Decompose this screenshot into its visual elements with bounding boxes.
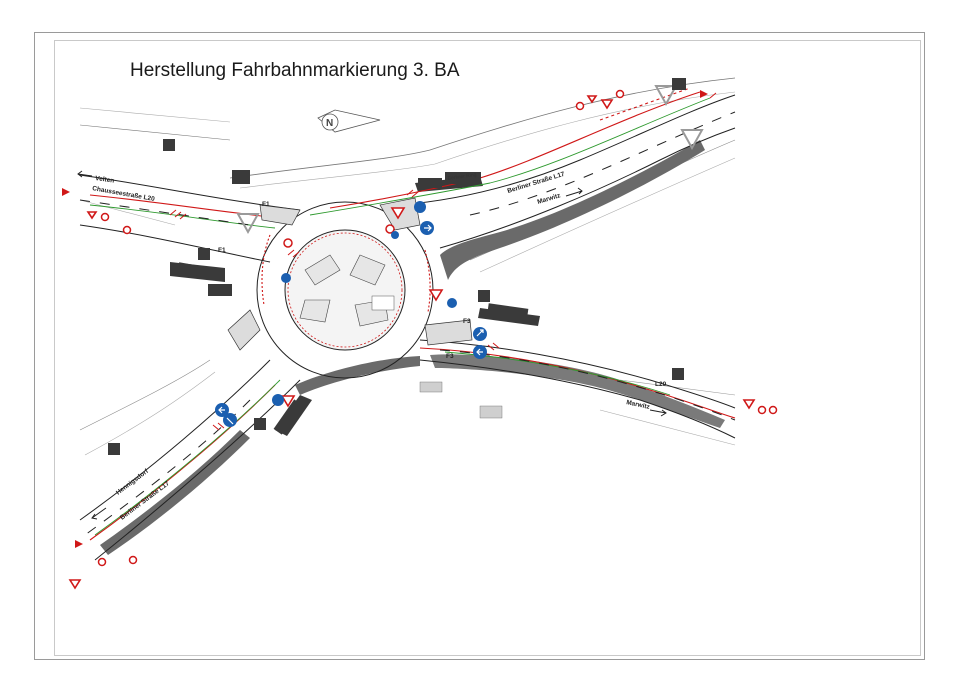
direction-sign-boards [108,78,686,455]
street-label-ring: Berliner Ring [447,172,477,182]
roundabout-sign-icon [272,201,457,406]
drawing-sheet-border [34,32,925,660]
lane-markings-red [89,87,736,541]
svg-text:N: N [326,118,333,129]
keep-right-sign-icon [215,221,487,427]
direction-label-velten: Velten [95,175,115,185]
hatch-patches [419,381,503,419]
page-title: Herstellung Fahrbahnmarkierung 3. BA [130,60,460,81]
large-yield-triangles [236,85,704,235]
arrow-right-icon [565,187,583,197]
central-island [284,229,406,351]
lane-markings-green [89,97,711,536]
direction-label-marwitz-south: Marwitz [626,399,652,411]
north-arrow-icon: N [317,109,381,133]
street-labels: Berliner Straße L17 Chausseestraße L20 B… [92,171,667,522]
street-label-chaussee: Chausseestraße L20 [92,185,156,203]
no-entry-sign-icon [97,89,778,567]
arrow-right-icon [649,409,667,417]
direction-label-marwitz-north: Marwitz [537,192,563,206]
red-hatch-markers [169,92,717,431]
arrow-left-icon [77,170,93,178]
direction-labels: Marwitz Marwitz Hennigsdorf Velten [77,170,667,520]
street-label-l20-east: L20 [655,381,667,388]
end-flags [62,90,708,548]
marker-labels: F1 F1 F3 F3 [218,201,471,360]
yield-sign-icon [68,95,756,590]
marker-f3-right: F3 [463,318,471,325]
arrow-left-icon [91,507,107,520]
terrain-hatching [79,77,736,456]
marker-f1-top: F1 [262,201,270,208]
marker-f3-lower: F3 [446,353,454,360]
marker-f1-left: F1 [218,247,226,254]
drawing-frame [54,40,921,656]
splitter-islands [227,197,473,351]
direction-label-hennigsdorf: Hennigsdorf [115,467,150,496]
